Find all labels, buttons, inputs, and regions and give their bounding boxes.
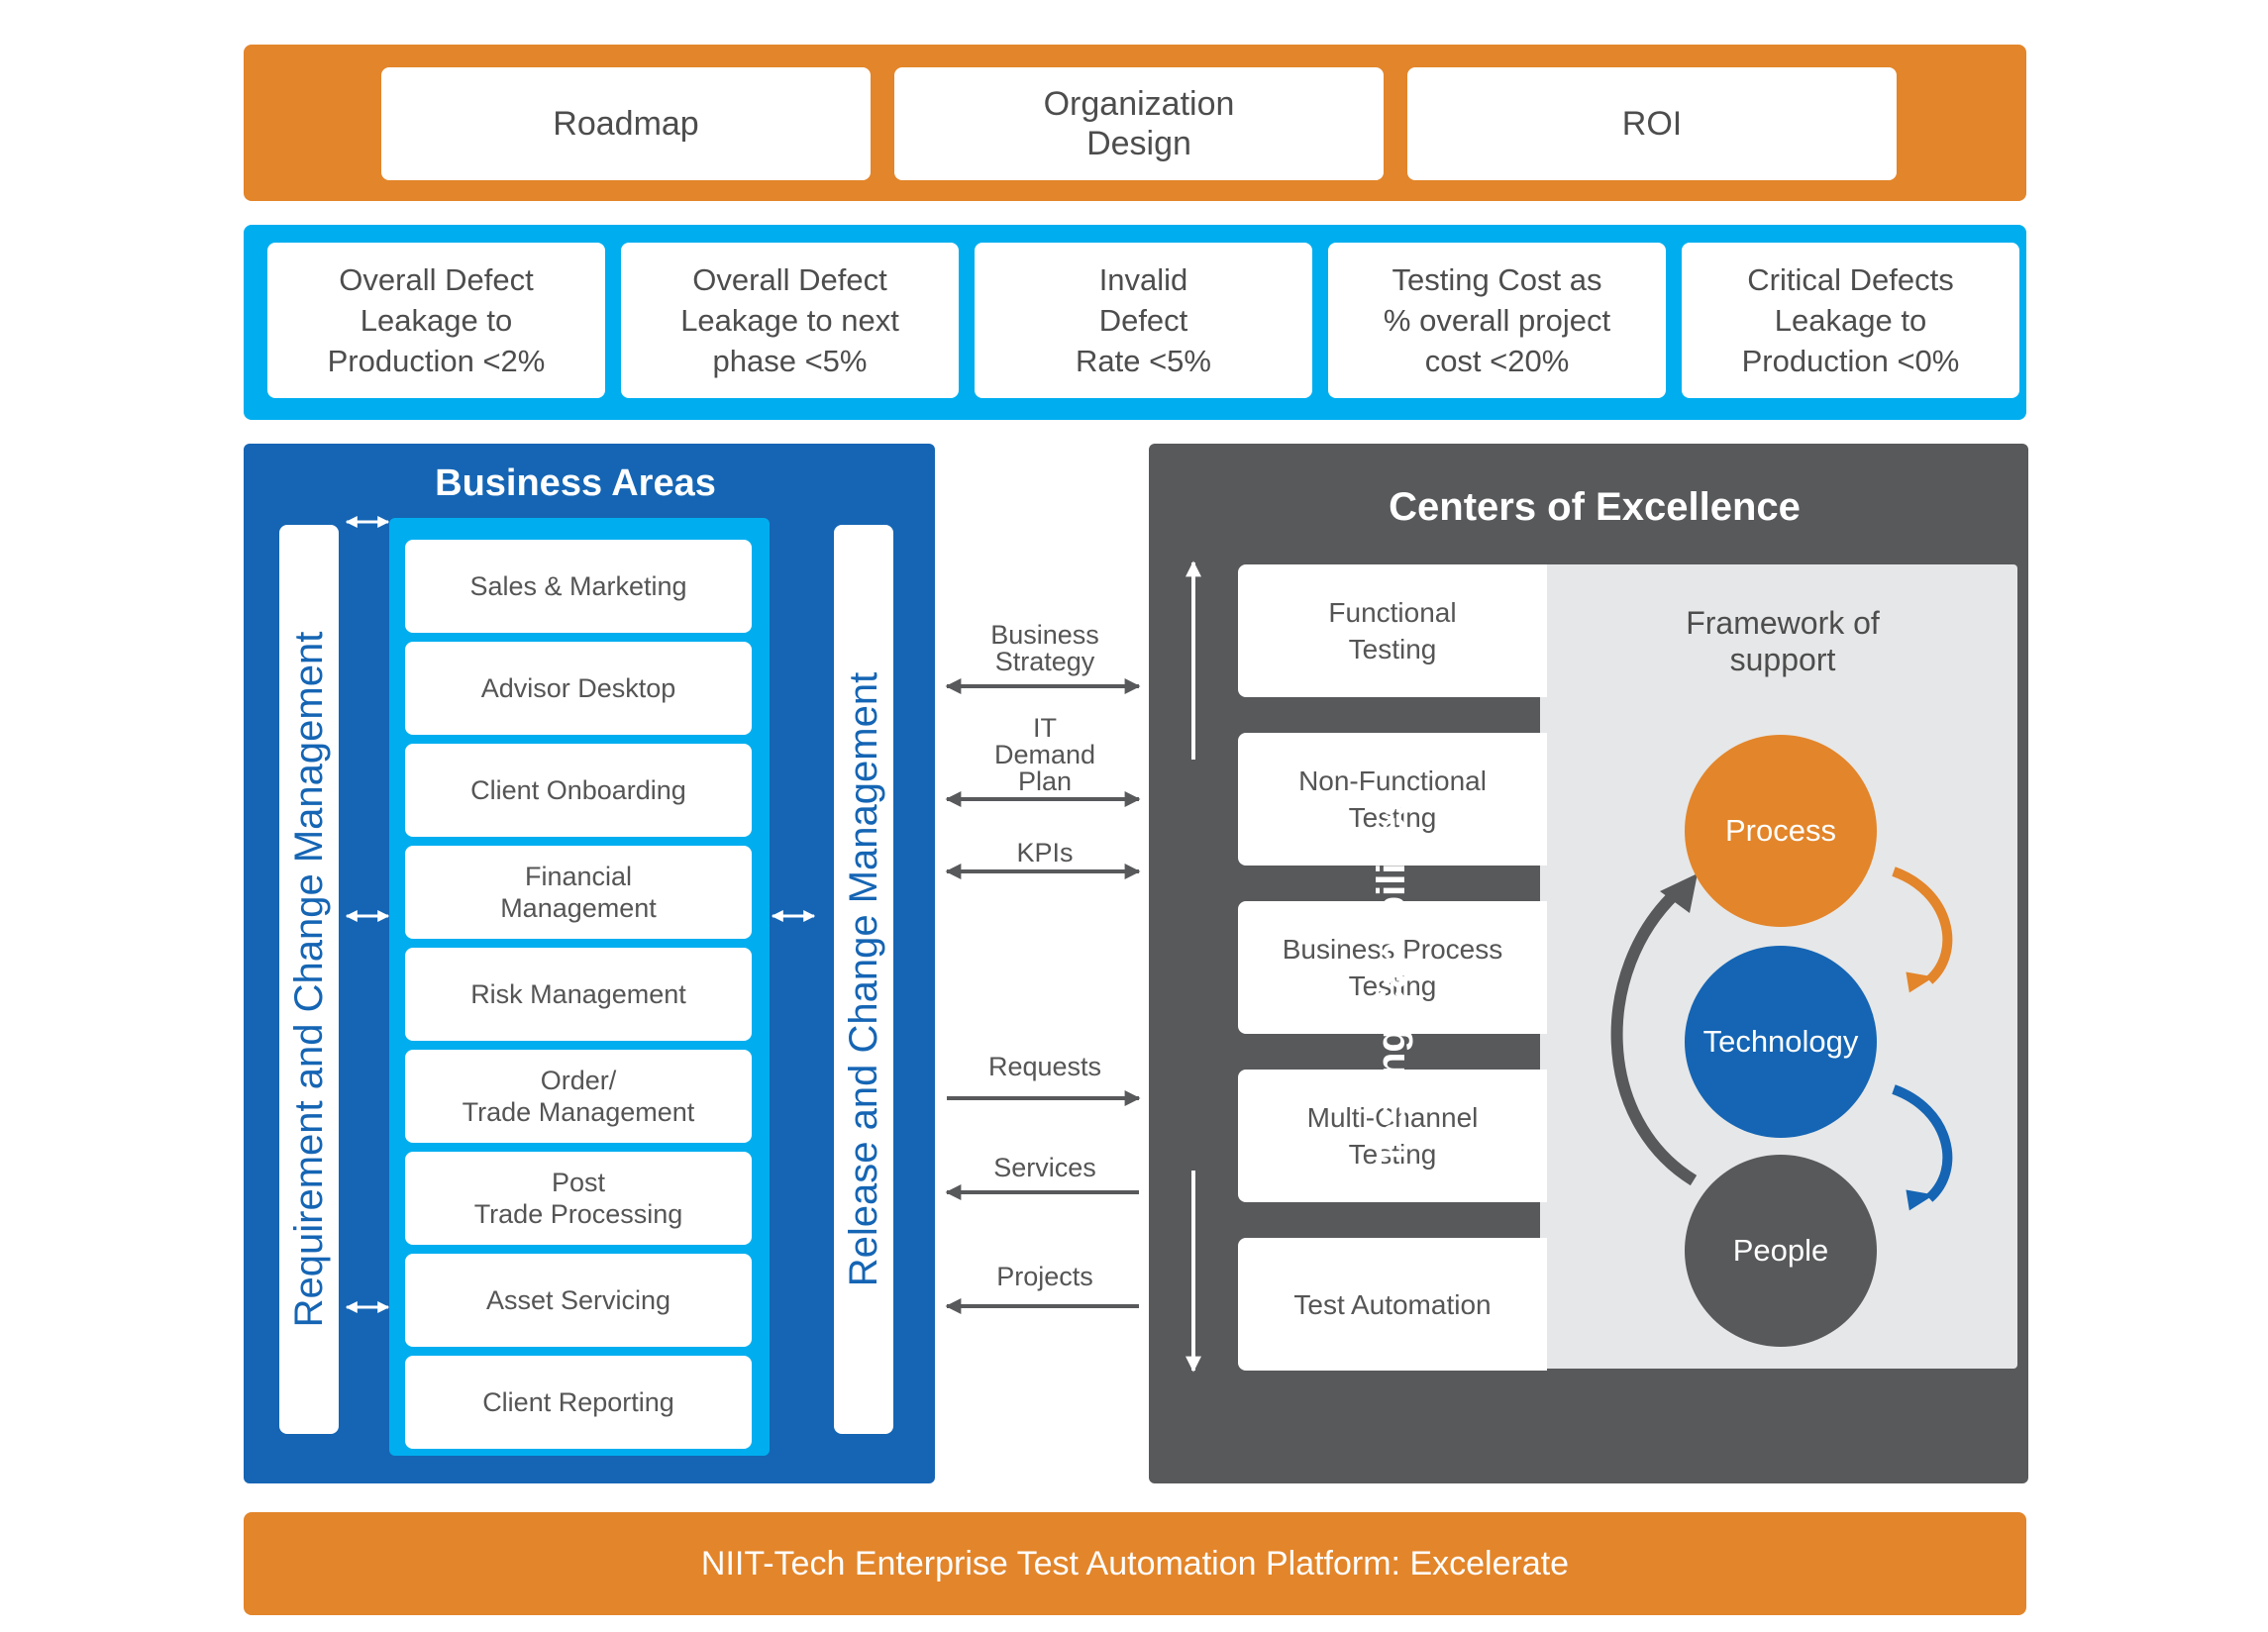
testing-capability-item: Non-Functional Testing [1238,733,1547,866]
roi-box: ROI [1407,67,1897,180]
requirement-change-bar: Requirement and Change Management [279,525,339,1434]
business-area-item: Financial Management [405,846,752,939]
technology-circle: Technology [1685,946,1877,1138]
cycle-arrows [1610,867,1953,1211]
flow-label: KPIs [1016,837,1074,867]
kpi-box: Invalid Defect Rate <5% [975,243,1312,398]
business-area-item: Post Trade Processing [405,1152,752,1245]
kpi-box: Overall Defect Leakage to Production <2% [267,243,605,398]
arrow-head-icon [1906,971,1935,993]
business-area-item: Advisor Desktop [405,642,752,735]
arrow-head-icon [1906,1189,1935,1211]
business-areas-title: Business Areas [435,461,716,504]
people-circle: People [1685,1155,1877,1347]
release-change-bar: Release and Change Management [834,525,893,1434]
testing-capability-item: Functional Testing [1238,564,1547,697]
business-area-item: Order/ Trade Management [405,1050,752,1143]
business-area-item: Sales & Marketing [405,540,752,633]
double-arrow-icon [945,791,1141,807]
framework-title: Framework of support [1686,605,1880,677]
kpi-box: Testing Cost as % overall project cost <… [1328,243,1666,398]
kpi-box: Overall Defect Leakage to next phase <5% [621,243,959,398]
double-arrow-icon [945,864,1141,879]
flow-label: Services [993,1152,1096,1182]
testing-capability-item: Multi-Channel Testing [1238,1070,1547,1202]
flow-label: Business Strategy [990,620,1099,676]
testing-capabilities-label: Testing Capabilities [1369,794,1413,1167]
double-arrow-icon [345,1301,390,1313]
roadmap-box: Roadmap [381,67,871,180]
business-area-item: Client Onboarding [405,744,752,837]
process-circle: Process [1685,735,1877,927]
testing-capability-item: Test Automation [1238,1238,1547,1371]
business-area-item: Asset Servicing [405,1254,752,1347]
right-arrow-icon [947,1090,1141,1106]
testing-capability-item: Business Process Testing [1238,901,1547,1034]
business-area-item: Risk Management [405,948,752,1041]
organization-design-box: Organization Design [894,67,1384,180]
left-arrow-icon [945,1298,1139,1314]
vertical-double-arrow-icon [1186,561,1201,1373]
left-arrow-icon [945,1184,1139,1200]
requirement-change-label: Requirement and Change Management [286,631,331,1328]
double-arrow-icon [345,516,390,528]
double-arrow-icon [771,910,816,922]
flow-label: Requests [987,1051,1102,1081]
kpi-box: Critical Defects Leakage to Production <… [1682,243,2019,398]
flow-label: Projects [996,1261,1093,1291]
business-area-item: Client Reporting [405,1356,752,1449]
arrow-head-icon [1660,873,1698,913]
coe-title: Centers of Excellence [1389,484,1801,529]
double-arrow-icon [345,910,390,922]
platform-band: NIIT-Tech Enterprise Test Automation Pla… [244,1512,2026,1615]
release-change-label: Release and Change Management [841,671,885,1287]
double-arrow-icon [945,678,1141,694]
flow-label: IT Demand Plan [993,713,1096,796]
